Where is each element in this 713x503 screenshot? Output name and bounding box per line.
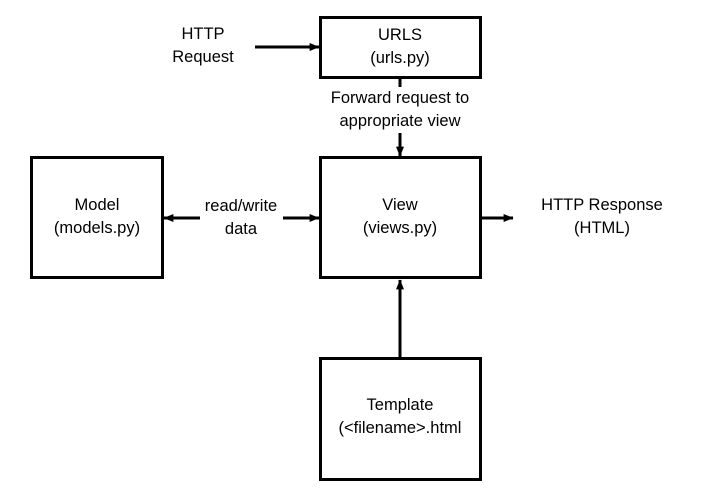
edge-label-http-response-line1: HTTP Response [541, 196, 663, 214]
node-label-template-line2: (<filename>.html [338, 419, 462, 437]
edge-label-http-request: HTTP Request [172, 23, 233, 69]
edge-label-http-response-line2: (HTML) [574, 219, 630, 237]
node-box-model[interactable] [30, 156, 164, 279]
edge-label-read-write: read/write data [205, 195, 277, 241]
edge-label-http-request-line1: HTTP [181, 25, 225, 43]
edge-label-http-request-line2: Request [172, 48, 234, 66]
edge-label-forward-request-line1: Forward request to [330, 89, 470, 107]
node-label-model-line2: (models.py) [53, 219, 141, 237]
node-label-urls: URLS (urls.py) [370, 24, 430, 70]
edge-label-forward-request: Forward request to appropriate view [327, 87, 473, 133]
edge-label-read-write-line1: read/write [204, 197, 278, 215]
edge-label-forward-request-line2: appropriate view [339, 112, 461, 130]
node-label-template-line1: Template [366, 396, 434, 414]
node-label-view-line1: View [382, 196, 418, 214]
node-label-view: View (views.py) [363, 194, 437, 240]
node-label-urls-line1: URLS [377, 26, 422, 44]
node-label-model: Model (models.py) [54, 194, 140, 240]
node-label-template: Template (<filename>.html [339, 394, 462, 440]
edge-label-http-response: HTTP Response (HTML) [541, 194, 663, 240]
node-box-view[interactable] [319, 156, 482, 279]
node-label-view-line2: (views.py) [362, 219, 438, 237]
node-label-urls-line2: (urls.py) [370, 49, 430, 67]
edge-label-read-write-line2: data [224, 220, 258, 238]
node-label-model-line1: Model [74, 196, 120, 214]
node-box-urls[interactable] [319, 16, 482, 79]
node-box-template[interactable] [319, 357, 482, 481]
